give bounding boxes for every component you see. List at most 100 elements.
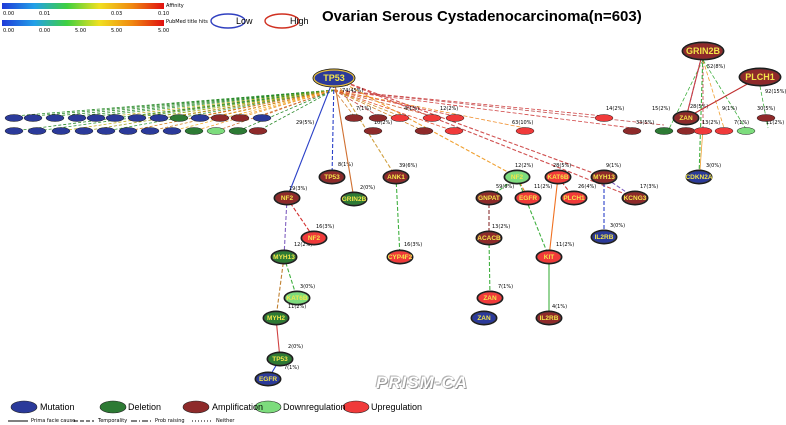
gene-node-body	[301, 231, 327, 245]
low-oval-icon	[210, 13, 246, 29]
edge-label: 4(1%)	[552, 304, 567, 310]
gene-node-kat6b: KAT6B	[544, 169, 572, 185]
gene-node-small	[228, 127, 248, 135]
gene-node-label: KAT6B	[547, 174, 568, 181]
legend-prob-raising: Prob raising	[155, 418, 185, 424]
edge-label: 7(1%)	[356, 106, 371, 112]
gene-node-label: GRIN2B	[342, 196, 367, 203]
edge-label: 11(2%)	[288, 304, 306, 310]
gene-node-body	[622, 191, 648, 205]
gene-node-small	[252, 114, 272, 122]
edge	[699, 127, 704, 171]
edge-label: 4(1%)	[404, 106, 419, 112]
gene-node-body	[739, 68, 781, 86]
edge	[60, 89, 335, 132]
edge-label: 11(2%)	[534, 184, 552, 190]
gene-node-small	[363, 127, 383, 135]
gene-node-body	[545, 170, 571, 184]
gene-node-small	[654, 127, 674, 135]
gene-node-small	[162, 127, 182, 135]
edge	[83, 89, 335, 132]
gene-node-body	[284, 291, 310, 305]
gene-node-body	[255, 372, 281, 386]
legend-deletion-label: Deletion	[128, 402, 162, 412]
gene-node-label: GNPAT	[478, 195, 500, 202]
gene-node-label: KCNG3	[624, 195, 647, 202]
gene-node-small	[4, 114, 24, 122]
edge	[105, 89, 335, 132]
gene-node-nf2: NF2	[300, 230, 328, 246]
gene-node-body	[267, 352, 293, 366]
edge-label: 12(2%)	[440, 106, 458, 112]
edge	[193, 89, 335, 132]
legend-mutation-label: Mutation	[40, 402, 75, 412]
edge-label: 19(3%)	[289, 186, 307, 192]
gene-node-small	[86, 114, 106, 122]
gene-node-body	[536, 250, 562, 264]
gene-node-myh13: MYH13	[270, 249, 298, 265]
edge-label: 9(1%)	[606, 163, 621, 169]
gene-node-body	[271, 250, 297, 264]
gene-node-label: ZAN	[679, 115, 693, 122]
edge-label: 26(4%)	[578, 184, 596, 190]
gene-node-zan: ZAN	[470, 310, 498, 326]
gene-node-small	[190, 114, 210, 122]
edge	[333, 89, 633, 129]
edge-label: 7(1%)	[284, 365, 299, 371]
edge-label: 28(5%)	[553, 163, 571, 169]
edge-label: 59(9%)	[496, 184, 514, 190]
gene-node-small	[515, 127, 535, 135]
gene-node-small	[45, 114, 65, 122]
gene-node-cdkn2a: CDKN2A	[685, 169, 713, 185]
edge-label: 11(2%)	[556, 242, 574, 248]
gene-node-small	[422, 114, 442, 122]
edge	[36, 89, 335, 132]
edge-label: 17(3%)	[640, 184, 658, 190]
gene-node-small	[184, 127, 204, 135]
edge	[333, 89, 433, 117]
gene-node-small	[693, 127, 713, 135]
legend-prima-facie: Prima facie cause	[31, 418, 76, 424]
legend-swatch-mutation	[10, 400, 38, 414]
edge	[698, 50, 704, 178]
edge-label: 33(5%)	[636, 120, 654, 126]
edge-label: 15(2%)	[652, 106, 670, 112]
gene-node-grin2b: GRIN2B	[340, 191, 368, 207]
edge-label: 8(1%)	[338, 162, 353, 168]
edge	[215, 89, 335, 132]
edge-label: 9(1%)	[722, 106, 737, 112]
gene-node-small	[127, 114, 147, 122]
pubmed-tick: 5.00	[158, 28, 170, 34]
legend-amplification-label: Amplification	[212, 402, 264, 412]
gene-node-label: ANK1	[387, 174, 405, 181]
edge-label: 10(2%)	[374, 120, 392, 126]
gene-node-body	[383, 170, 409, 184]
edge-label: 12(2%)	[294, 242, 312, 248]
gene-node-label: KIT	[544, 254, 555, 261]
edge-label: 3(0%)	[706, 163, 721, 169]
edge-label: 14(2%)	[606, 106, 624, 112]
gene-node-small	[445, 114, 465, 122]
gene-node-body	[536, 311, 562, 325]
gene-node-small	[149, 114, 169, 122]
gene-node-label: ZAN	[477, 315, 491, 322]
gene-node-plch1: PLCH1	[738, 67, 782, 87]
gene-node-small	[248, 127, 268, 135]
edge	[516, 176, 550, 258]
gene-node-body	[263, 311, 289, 325]
edge	[127, 89, 335, 132]
edge-label: 16(3%)	[404, 242, 422, 248]
gene-node-acacb: ACACB	[475, 230, 503, 246]
gene-node-plch1: PLCH1	[560, 190, 588, 206]
gene-node-small	[96, 127, 116, 135]
edge-label: 11(2%)	[766, 120, 784, 126]
edge	[488, 237, 491, 299]
edge-label: 63(10%)	[512, 120, 533, 126]
edge	[257, 89, 335, 132]
edge	[171, 89, 335, 132]
gene-node-body	[591, 170, 617, 184]
edge-label: 2(0%)	[360, 185, 375, 191]
gene-node-ank1: ANK1	[382, 169, 410, 185]
gene-node-small	[169, 114, 189, 122]
